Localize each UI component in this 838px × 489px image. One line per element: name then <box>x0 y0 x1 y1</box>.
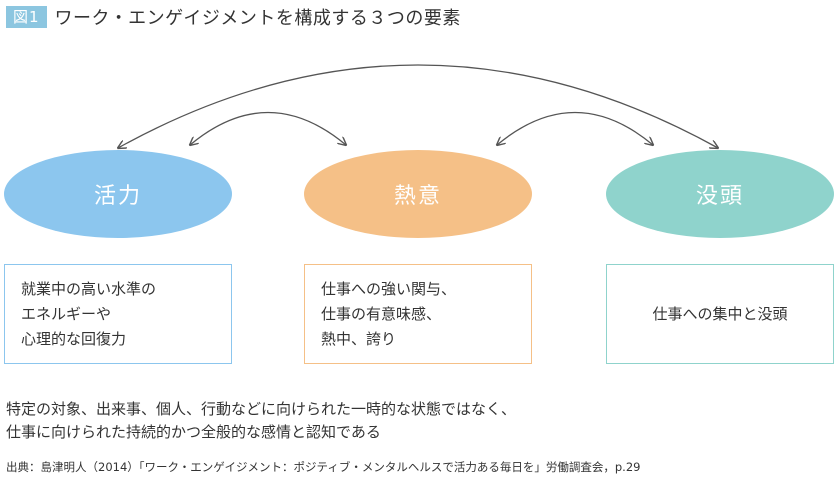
arrow-vigor-dedication <box>190 111 346 146</box>
vigor-label: 活力 <box>93 184 142 209</box>
vigor-description-line: 心理的な回復力 <box>21 329 127 348</box>
absorption-description-box: 仕事への集中と没頭 <box>606 264 834 364</box>
source-citation: 出典：島津明人（2014）「ワーク・エンゲイジメント：ポジティブ・メンタルヘルス… <box>6 460 641 474</box>
vigor-description-line: エネルギーや <box>21 304 112 323</box>
dedication-label: 熱意 <box>393 184 442 209</box>
arrow-vigor-absorption <box>118 64 718 148</box>
dedication-description-box: 仕事への強い関与、 仕事の有意味感、 熱中、誇り <box>304 264 532 364</box>
summary-line: 仕事に向けられた持続的かつ全般的な感情と認知である <box>6 423 381 441</box>
vigor-ellipse: 活力 <box>4 150 232 238</box>
absorption-ellipse: 没頭 <box>606 150 834 238</box>
absorption-description-line: 仕事への集中と没頭 <box>652 304 788 323</box>
vigor-description-line: 就業中の高い水準の <box>21 279 157 298</box>
figure-tag: 図1 <box>6 6 47 28</box>
figure-title: ワーク・エンゲイジメントを構成する３つの要素 <box>54 8 461 29</box>
dedication-description-line: 熱中、誇り <box>321 329 397 348</box>
dedication-description-line: 仕事の有意味感、 <box>321 304 442 323</box>
dedication-ellipse: 熱意 <box>304 150 532 238</box>
figure-header: 図1 ワーク・エンゲイジメントを構成する３つの要素 <box>6 5 461 29</box>
summary-text: 特定の対象、出来事、個人、行動などに向けられた一時的な状態ではなく、 仕事に向け… <box>6 398 516 444</box>
arrow-dedication-absorption <box>497 111 653 146</box>
absorption-label: 没頭 <box>695 184 744 209</box>
vigor-description-box: 就業中の高い水準の エネルギーや 心理的な回復力 <box>4 264 232 364</box>
dedication-description-line: 仕事への強い関与、 <box>321 279 457 298</box>
summary-line: 特定の対象、出来事、個人、行動などに向けられた一時的な状態ではなく、 <box>6 400 517 418</box>
